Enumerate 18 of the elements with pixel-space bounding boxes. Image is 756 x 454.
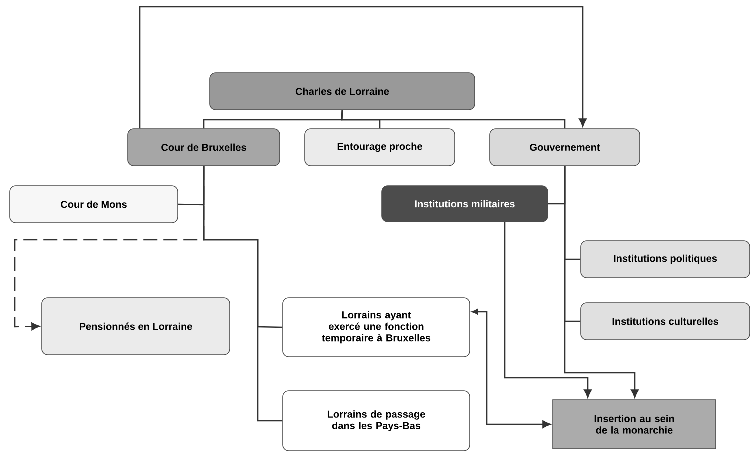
rounded-box: Cour de Bruxelles [128, 128, 280, 166]
rounded-box: Lorrains de passage dans les Pays-Bas [282, 390, 470, 452]
arrow [564, 166, 639, 398]
rounded-box: Gouvernement [490, 128, 640, 166]
arrow [139, 6, 587, 129]
rounded-box: Charles de Lorraine [210, 72, 476, 110]
rounded-box: Lorrains ayant exercé une fonction temporaire à Bruxelles [282, 298, 470, 358]
rounded-box: Pensionnés en Lorraine [42, 298, 230, 356]
connector-line [341, 110, 566, 129]
arrow [472, 309, 551, 428]
result-box: Insertion au sein de la monarchie [552, 400, 716, 450]
rounded-box: Cour de Mons [10, 186, 178, 224]
connector-line [203, 166, 283, 422]
arrow [504, 222, 592, 398]
rounded-box: Institutions culturelles [580, 302, 750, 340]
rounded-box: Entourage proche [304, 128, 456, 166]
rounded-box: Institutions militaires [382, 186, 548, 222]
rounded-box: Institutions politiques [580, 240, 750, 278]
